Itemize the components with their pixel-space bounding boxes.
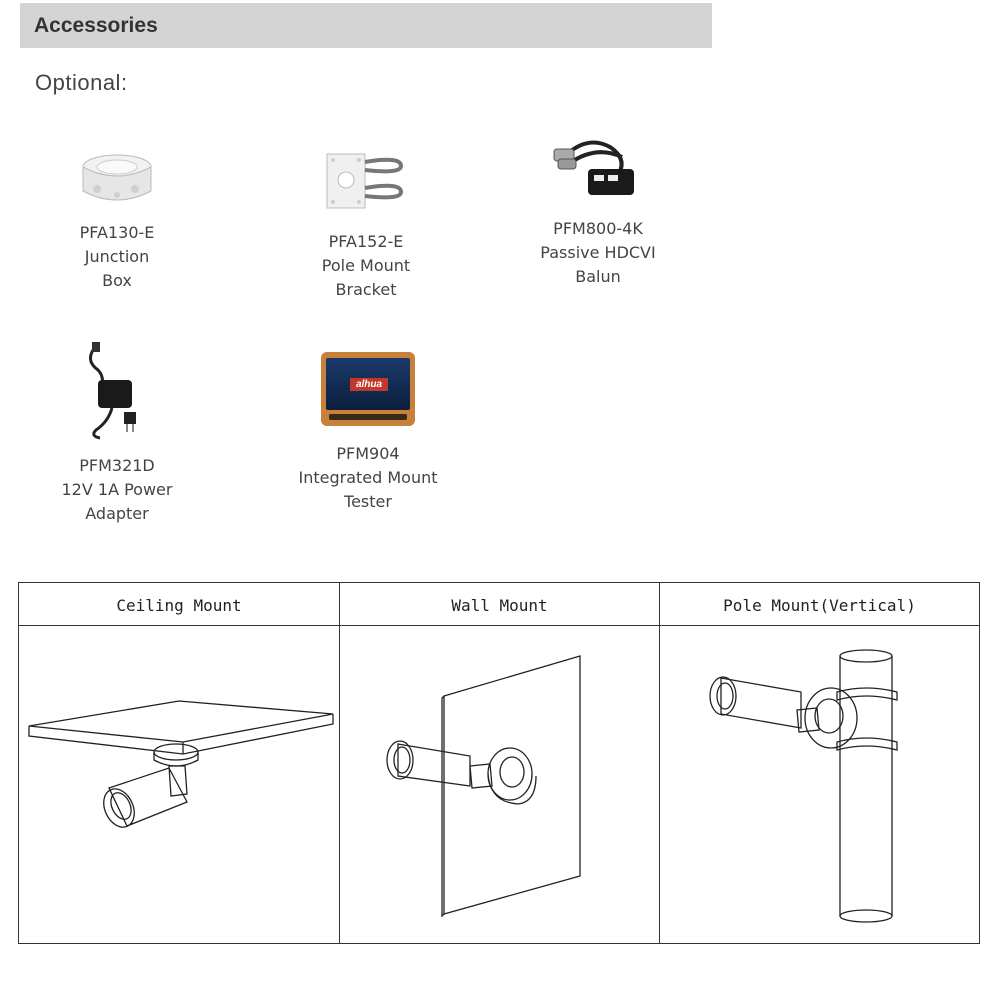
mount-type-table: Ceiling Mount Wall Mount Pole Mount(Vert… (18, 582, 980, 944)
accessory-model: PFM800-4K (553, 219, 643, 238)
accessory-desc: Passive HDCVI (540, 243, 656, 262)
accessory-desc: Junction (84, 247, 150, 266)
accessory-desc: Box (102, 271, 132, 290)
power-adapter-icon (89, 342, 136, 440)
accessory-mount-tester: alhua PFM904 Integrated Mount Tester (273, 352, 463, 514)
accessory-desc: Bracket (335, 280, 397, 299)
accessory-desc: Pole Mount (321, 256, 411, 275)
optional-label: Optional: (35, 70, 128, 95)
accessory-desc: Adapter (85, 504, 149, 523)
mount-header-ceiling: Ceiling Mount (19, 583, 339, 626)
tester-brand-logo: alhua (350, 378, 388, 391)
accessory-model: PFM321D (79, 456, 155, 475)
pole-mount-bracket-icon (326, 153, 404, 209)
accessory-power-adapter: PFM321D 12V 1A Power Adapter (22, 340, 212, 526)
mount-tester-icon: alhua (321, 352, 415, 426)
section-header-bar: Accessories (20, 3, 712, 48)
balun-icon (553, 140, 634, 195)
accessory-desc: 12V 1A Power (61, 480, 173, 499)
accessory-desc: Balun (575, 267, 621, 286)
accessory-junction-box: PFA130-E Junction Box (22, 145, 212, 293)
ceiling-mount-illustration (19, 626, 339, 943)
mount-header-pole: Pole Mount(Vertical) (660, 583, 979, 626)
wall-mount-illustration (340, 626, 660, 943)
section-title: Accessories (34, 14, 158, 37)
pole-mount-illustration (661, 626, 979, 943)
accessory-pole-mount-bracket: PFA152-E Pole Mount Bracket (271, 152, 461, 302)
junction-box-icon (82, 154, 152, 201)
mount-header-wall: Wall Mount (339, 583, 660, 626)
accessory-model: PFA130-E (79, 223, 155, 242)
accessory-desc: Integrated Mount (298, 468, 438, 487)
accessory-desc: Tester (344, 492, 392, 511)
accessory-balun: PFM800-4K Passive HDCVI Balun (503, 135, 693, 289)
tester-screen: alhua (326, 358, 410, 410)
accessory-model: PFM904 (336, 444, 400, 463)
accessory-model: PFA152-E (328, 232, 404, 251)
